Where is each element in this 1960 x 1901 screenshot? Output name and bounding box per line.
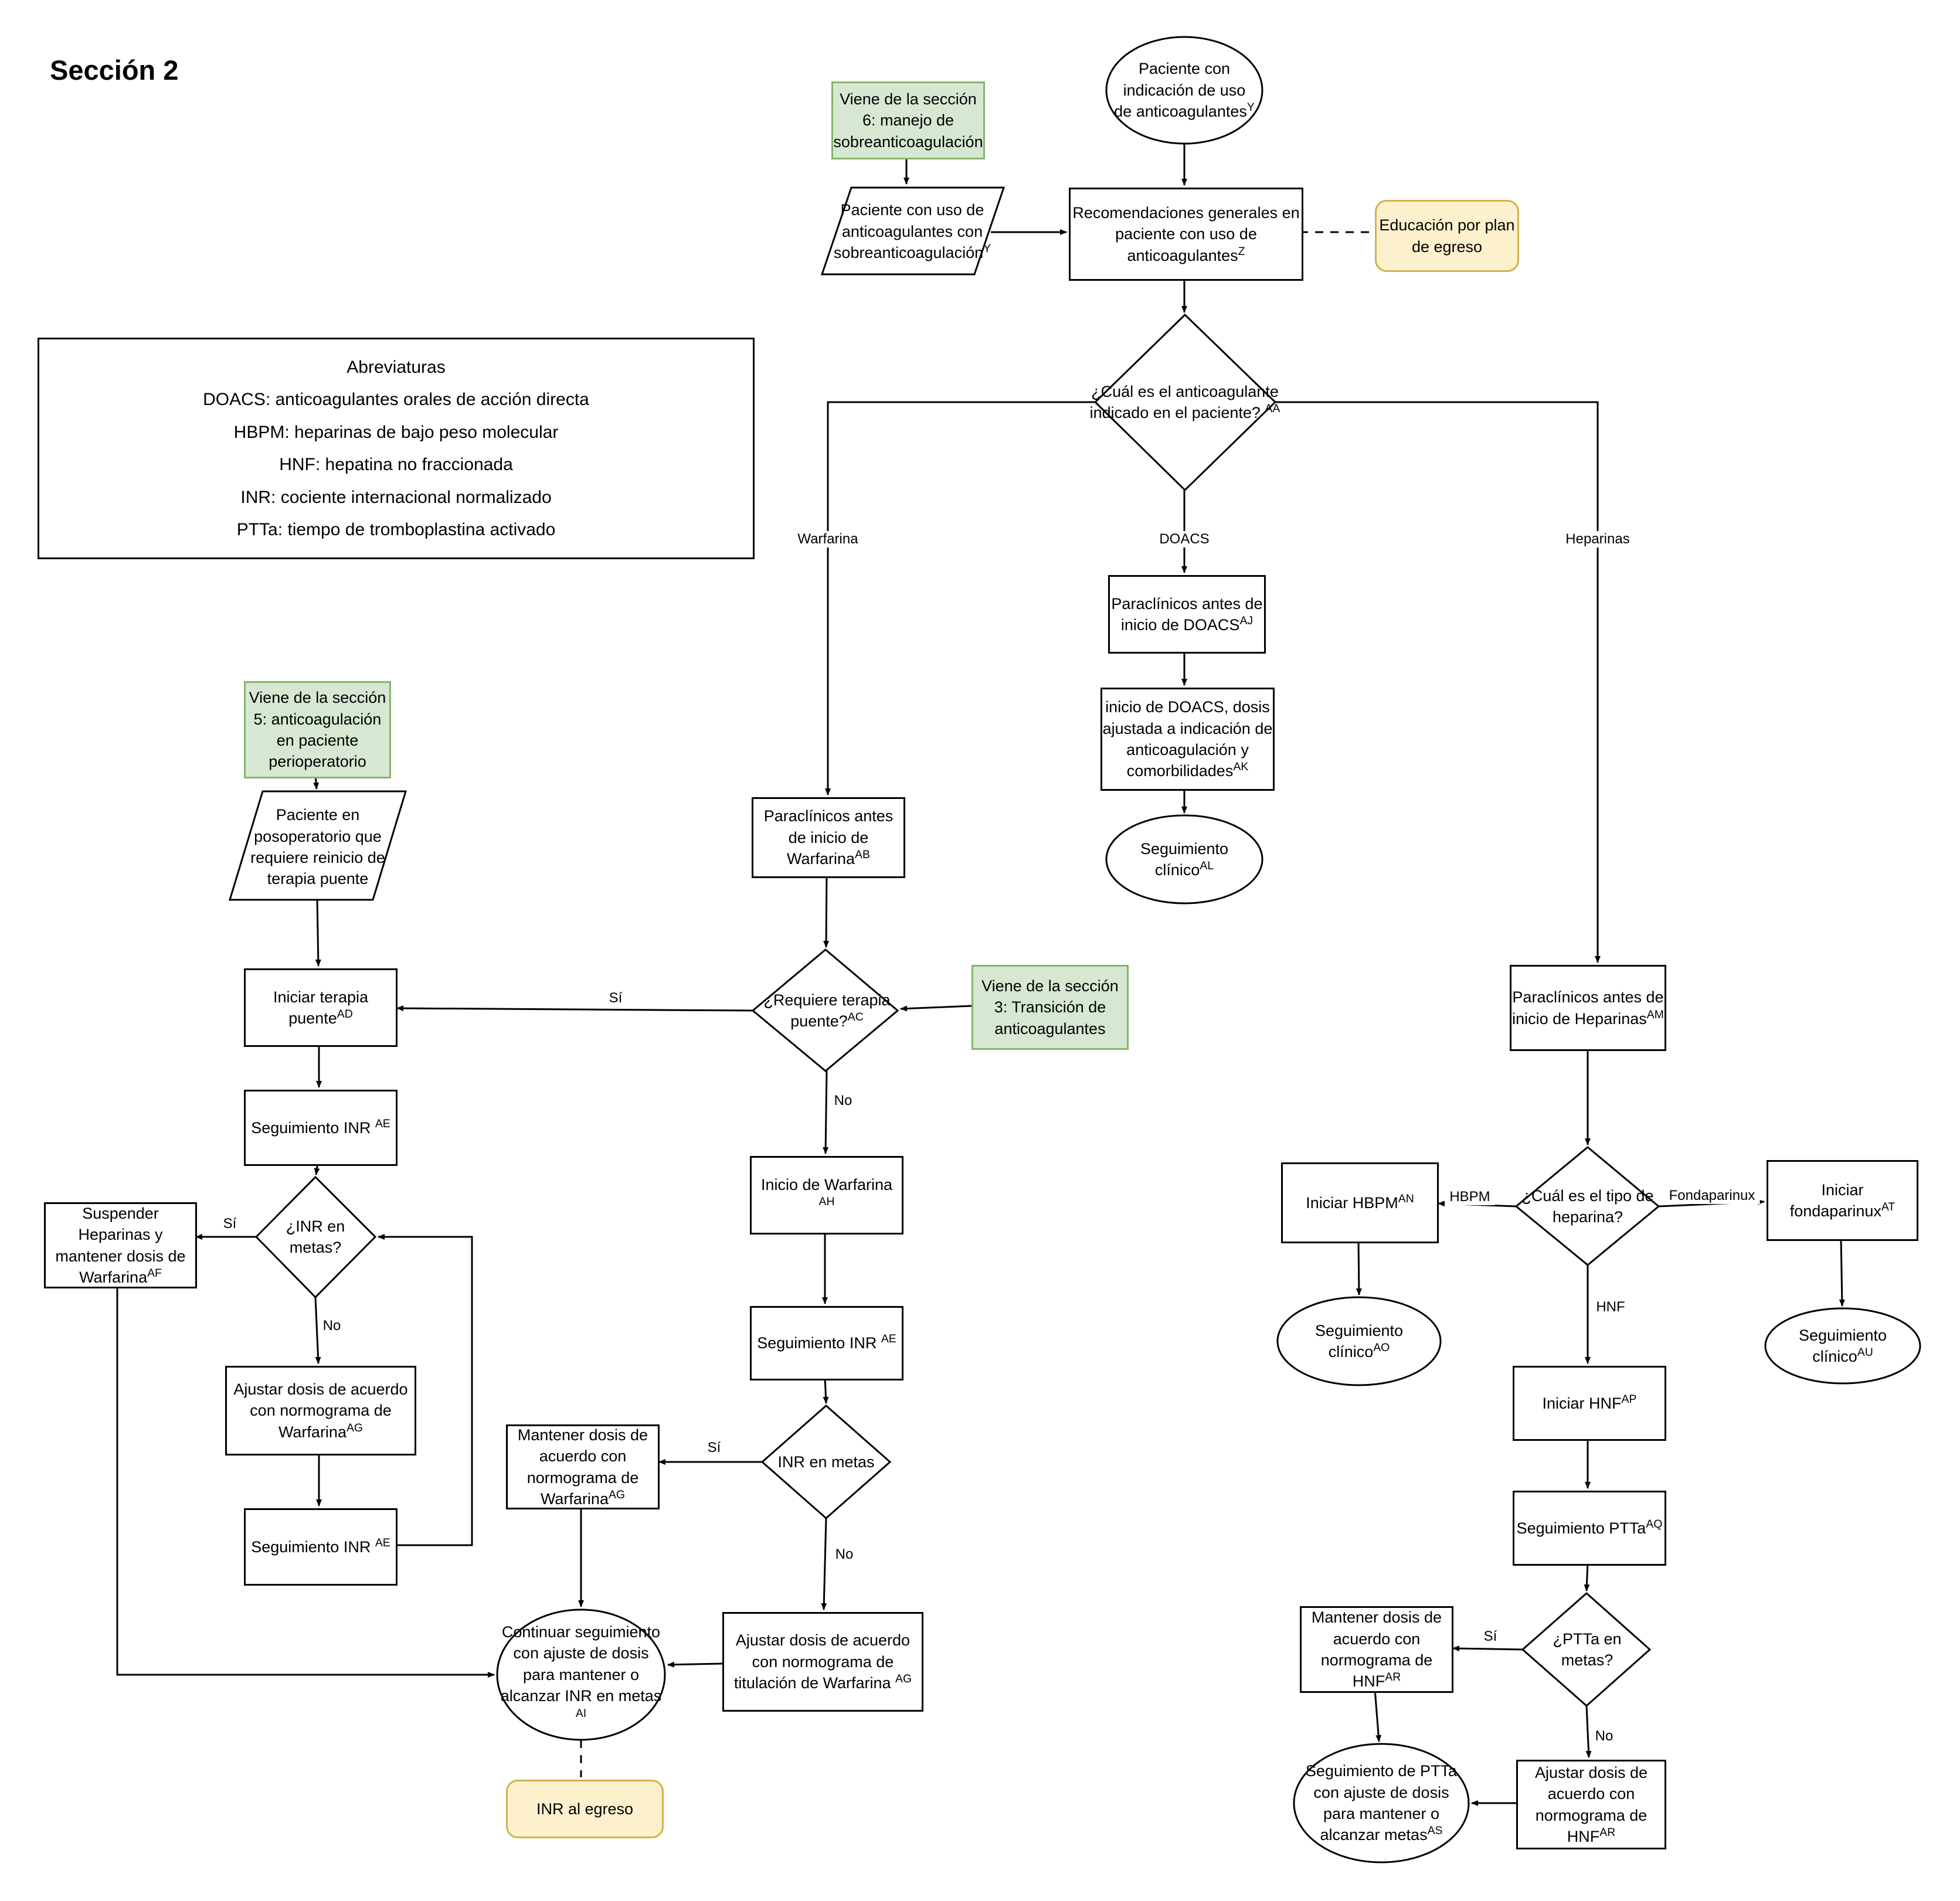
io-parallelogram-posoperatorio	[228, 790, 407, 901]
flow-arrow	[396, 1005, 753, 1012]
terminator-continuar-seguimiento-label: Continuar seguimiento con ajuste de dosi…	[500, 1623, 662, 1720]
flow-arrow	[825, 401, 1095, 795]
process-ajustar-titulacion-warfarina: Ajustar dosis de acuerdo con normograma …	[722, 1612, 923, 1712]
process-inicio-warfarina: Inicio de Warfarina AH	[750, 1156, 903, 1235]
flow-arrow	[1585, 1705, 1592, 1758]
flow-arrow	[667, 1661, 723, 1668]
flow-arrow	[821, 1518, 827, 1610]
abbreviation-line: INR: cociente internacional normalizado	[240, 487, 552, 507]
edge-label-hnf: HNF	[1591, 1299, 1630, 1315]
process-paraclinicos-warfarina: Paraclínicos antes de inicio de Warfarin…	[752, 797, 905, 878]
edge-label-no: No	[829, 1093, 857, 1109]
process-seguimiento-inr-3: Seguimiento INR AE	[244, 1508, 398, 1586]
decision-inr-metas-2-label: INR en metas	[777, 1453, 875, 1471]
process-iniciar-fondaparinux: Iniciar fondaparinuxAT	[1767, 1160, 1918, 1241]
flow-arrow	[900, 1005, 972, 1012]
process-seguimiento-ptta: Seguimiento PTTaAQ	[1513, 1491, 1666, 1566]
process-iniciar-terapia-puente: Iniciar terapia puenteAD	[244, 968, 398, 1047]
abbreviations-title: Abreviaturas	[347, 357, 446, 377]
process-recomendaciones-generales: Recomendaciones generales en paciente co…	[1069, 188, 1303, 281]
ref-from-section-6: Viene de la sección 6: manejo de sobrean…	[831, 81, 985, 159]
process-ajustar-normograma-hnf: Ajustar dosis de acuerdo con normograma …	[1516, 1760, 1666, 1849]
edge-label-no: No	[318, 1318, 346, 1334]
decision-inr-metas-1-label: ¿INR en metas?	[286, 1217, 345, 1256]
terminator-seguimiento-clinico-au	[1764, 1307, 1921, 1385]
flow-arrow	[378, 1234, 473, 1546]
note-educacion-egreso: Educación por plan de egreso	[1375, 200, 1519, 272]
process-mantener-normograma-hnf: Mantener dosis de acuerdo con normograma…	[1300, 1606, 1453, 1693]
page-title: Sección 2	[50, 55, 179, 86]
edge-label-si: Sí	[702, 1440, 726, 1456]
edge-label-heparinas: Heparinas	[1561, 531, 1635, 547]
edge-label-no: No	[1590, 1728, 1618, 1744]
abbreviation-line: DOACS: anticoagulantes orales de acción …	[203, 390, 589, 409]
flow-arrow	[1275, 401, 1601, 963]
flow-arrow	[315, 899, 321, 967]
terminator-seguimiento-clinico-al-label: Seguimiento clínicoAL	[1140, 839, 1229, 879]
process-seguimiento-inr-2: Seguimiento INR AE	[750, 1306, 903, 1380]
decision-diamond-terapia-puente	[751, 948, 899, 1072]
abbreviation-line: HNF: hepatina no fraccionada	[279, 455, 513, 474]
edge-label-hbpm: HBPM	[1445, 1189, 1495, 1205]
edge-label-si: Sí	[604, 990, 627, 1006]
process-paraclinicos-heparinas: Paraclínicos antes de inicio de Heparina…	[1510, 965, 1666, 1051]
terminator-seguimiento-clinico-au-label: Seguimiento clínicoAU	[1798, 1326, 1887, 1365]
flow-arrow	[823, 1070, 829, 1154]
abbreviations-box: Abreviaturas DOACS: anticoagulantes oral…	[38, 338, 755, 559]
decision-terapia-puente-label: ¿Requiere terapia puente?AC	[763, 991, 891, 1030]
flow-arrow	[823, 1376, 829, 1404]
flow-arrow	[1356, 1239, 1362, 1295]
edge-label-si: Sí	[218, 1216, 242, 1232]
flow-arrow	[314, 1297, 321, 1364]
ref-from-section-3: Viene de la sección 3: Transición de ant…	[971, 965, 1129, 1050]
terminator-seguimiento-clinico-ao	[1276, 1296, 1442, 1386]
process-iniciar-hbpm: Iniciar HBPMAN	[1281, 1162, 1439, 1243]
terminator-seguimiento-ptta-final-label: Seguimiento de PTTa con ajuste de dosis …	[1305, 1762, 1458, 1844]
io-parallelogram-sobreanticoagulacion	[820, 186, 1006, 276]
abbreviation-line: HBPM: heparinas de bajo peso molecular	[233, 422, 559, 442]
note-inr-al-egreso: INR al egreso	[506, 1780, 664, 1838]
abbreviation-line: PTTa: tiempo de tromboplastina activado	[236, 520, 556, 539]
process-inicio-doacs: inicio de DOACS, dosis ajustada a indica…	[1100, 688, 1275, 791]
edge-label-si: Sí	[1479, 1628, 1502, 1645]
process-paraclinicos-doacs: Paraclínicos antes de inicio de DOACSAJ	[1108, 575, 1266, 654]
terminator-seguimiento-ptta	[1293, 1743, 1470, 1863]
process-seguimiento-inr-1: Seguimiento INR AE	[244, 1090, 398, 1166]
edge-label-fondaparinux: Fondaparinux	[1664, 1188, 1760, 1204]
flow-arrow	[1839, 1237, 1845, 1307]
terminator-start-label: Paciente con indicación de uso de antico…	[1114, 60, 1255, 121]
flow-arrow	[1452, 1645, 1523, 1652]
edge-label-doacs: DOACS	[1154, 531, 1214, 547]
flow-arrow	[116, 1285, 495, 1678]
edge-label-warfarina: Warfarina	[793, 531, 863, 547]
flow-arrow	[1374, 1689, 1382, 1742]
terminator-seguimiento-clinico-ao-label: Seguimiento clínicoAO	[1314, 1321, 1404, 1361]
ref-from-section-5: Viene de la sección 5: anticoagulación e…	[244, 681, 391, 778]
decision-tipo-heparina-label: ¿Cuál es el tipo de heparina?	[1521, 1186, 1654, 1226]
process-mantener-normograma-warfarina: Mantener dosis de acuerdo con normograma…	[506, 1424, 660, 1509]
process-suspender-heparinas: Suspender Heparinas y mantener dosis de …	[44, 1202, 197, 1288]
process-ajustar-normograma-warfarina: Ajustar dosis de acuerdo con normograma …	[225, 1366, 416, 1455]
io-posoperatorio-label: Paciente en posoperatorio que requiere r…	[250, 806, 385, 888]
decision-ptta-metas-label: ¿PTTa en metas?	[1553, 1630, 1622, 1669]
decision-anticoagulante-label: ¿Cuál es el anticoagulante indicado en e…	[1089, 382, 1280, 421]
flow-arrow	[1584, 1562, 1590, 1591]
edge-label-no: No	[830, 1546, 858, 1563]
terminator-seguimiento-clinico-al	[1105, 814, 1263, 904]
io-sobreanticoagulacion-label: Paciente con uso de anticoagulantes con …	[833, 201, 991, 262]
process-iniciar-hnf: Iniciar HNFAP	[1513, 1366, 1666, 1441]
flow-arrow	[823, 874, 830, 948]
